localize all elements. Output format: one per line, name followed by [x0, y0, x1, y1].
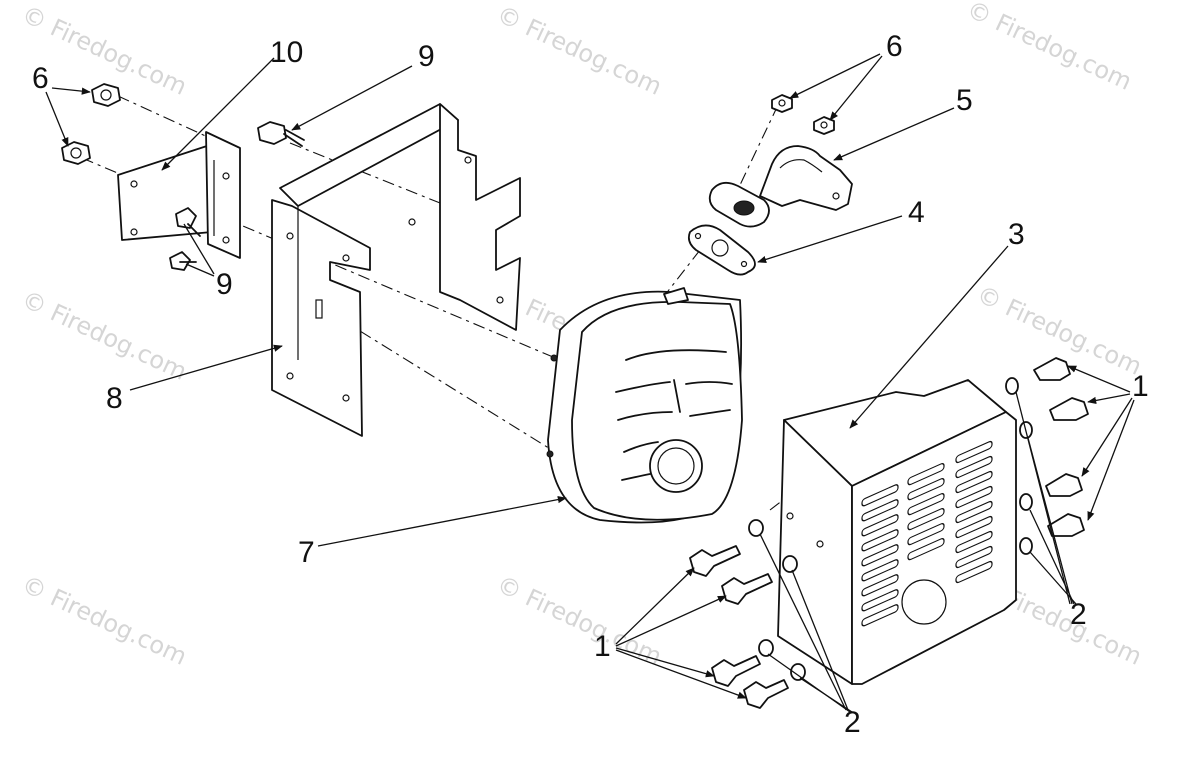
callout-5: 5 [956, 84, 973, 117]
callout-2-left: 2 [844, 706, 861, 739]
bolt-top [257, 121, 305, 147]
watermark: © Firedog.com [17, 285, 191, 386]
vent-slot [861, 544, 899, 567]
vent-slot [907, 507, 945, 531]
callout-6-left: 6 [32, 62, 49, 95]
callout-10: 10 [270, 36, 303, 69]
vent-slot [907, 522, 945, 546]
vent-slot [907, 477, 945, 501]
vent-slot [907, 537, 945, 561]
vent-slot [955, 455, 993, 479]
vent-slot [861, 514, 899, 537]
vent-slot [955, 530, 993, 554]
muffler [546, 287, 743, 524]
callout-2-right: 2 [1070, 598, 1087, 631]
callouts: 6 10 9 9 8 7 6 5 4 3 1 2 1 2 [32, 30, 1149, 739]
vent-slots [861, 440, 993, 627]
callout-7: 7 [298, 536, 315, 569]
vent-slot [861, 574, 899, 597]
nut-right-bottom [813, 116, 835, 135]
vent-slot [861, 589, 899, 612]
vent-slot [907, 492, 945, 516]
vent-slot [955, 500, 993, 524]
screws-right [1033, 357, 1089, 537]
nut-left-bottom [61, 141, 91, 165]
vent-slot [861, 484, 899, 507]
small-bracket [117, 131, 241, 259]
watermark: © Firedog.com [962, 0, 1136, 96]
vent-slot [955, 560, 993, 584]
bolt-small-2 [169, 251, 197, 271]
nut-right-top [771, 94, 793, 113]
vent-slot [907, 462, 945, 486]
gasket [687, 224, 756, 276]
vent-slot [861, 604, 899, 627]
callout-4: 4 [908, 196, 925, 229]
nut-left-top [91, 83, 121, 107]
leader-lines [45, 53, 1135, 713]
exhaust-pipe [708, 145, 853, 228]
watermark: © Firedog.com [17, 570, 191, 671]
vent-slot [955, 470, 993, 494]
main-bracket [271, 103, 521, 437]
callout-1-right: 1 [1132, 370, 1149, 403]
callout-3: 3 [1008, 218, 1025, 251]
vent-slot [955, 440, 993, 464]
callout-8: 8 [106, 382, 123, 415]
vent-slot [861, 499, 899, 522]
vent-slot [861, 559, 899, 582]
washers-left [748, 519, 806, 681]
callout-9-bracket: 9 [216, 268, 233, 301]
vent-slot [861, 529, 899, 552]
screws-left [689, 545, 789, 709]
vent-slot [955, 515, 993, 539]
callout-1-left: 1 [594, 630, 611, 663]
vent-slot [955, 485, 993, 509]
watermark: © Firedog.com [492, 0, 666, 101]
vent-slot [955, 545, 993, 569]
muffler-cover [777, 379, 1017, 685]
callout-6-right: 6 [886, 30, 903, 63]
bolt-small-1 [175, 207, 201, 237]
callout-9-top: 9 [418, 40, 435, 73]
